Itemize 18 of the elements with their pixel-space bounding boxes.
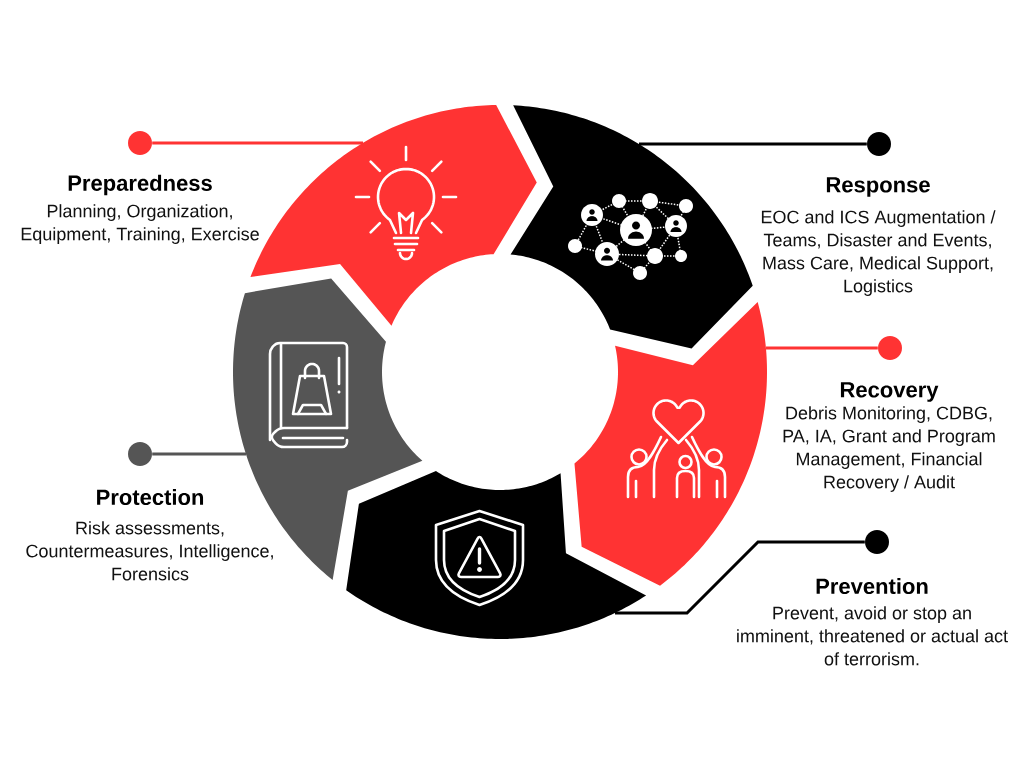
heading: Protection [97, 488, 204, 506]
ring-segment [574, 302, 767, 586]
leader-line [766, 346, 878, 350]
heading: Preparedness [68, 174, 212, 196]
heading: Response [826, 177, 930, 197]
description: EOC and ICS Augmentation / Teams, Disaster and Events, Mass Care, Medical Support, Logistics [761, 210, 996, 296]
heading: Recovery [840, 382, 939, 402]
description: Planning, Organization, Equipment, Training, Exercise [21, 204, 259, 244]
description: Debris Monitoring, CDBG, PA, IA, Grant and Program Management, Financial Recovery / Audit [783, 406, 995, 492]
leader-line [152, 452, 246, 456]
ring-segment [510, 105, 753, 349]
description: Prevent, avoid or stop an imminent, threatened or actual act of terrorism. [737, 606, 1008, 666]
leader-line [152, 141, 363, 145]
description: Risk assessments, Countermeasures, Intelligence, Forensics [26, 521, 273, 581]
heading: Prevention [816, 577, 928, 595]
leader-line [615, 540, 865, 615]
ring-segment [346, 471, 647, 639]
leader-line [639, 142, 867, 146]
